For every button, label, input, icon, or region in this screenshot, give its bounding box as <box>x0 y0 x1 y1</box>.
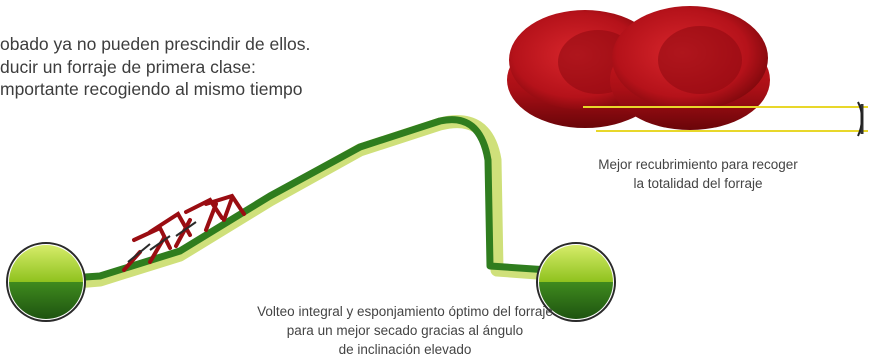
caption-coverage-line-2: la totalidad del forraje <box>633 176 763 191</box>
guide-lines <box>583 101 868 137</box>
caption-tedding-line-3: de inclinación elevado <box>338 342 472 357</box>
intro-line-3: mportante recogiendo al mismo tiempo <box>0 79 303 99</box>
ball-left <box>6 242 86 322</box>
caption-coverage-line-1: Mejor recubrimiento para recoger <box>598 157 798 172</box>
intro-text: obado ya no pueden prescindir de ellos. … <box>0 33 470 101</box>
caption-coverage: Mejor recubrimiento para recoger la tota… <box>548 155 848 193</box>
track-profile <box>39 115 579 292</box>
caption-tedding: Volteo integral y esponjamiento óptimo d… <box>240 302 570 359</box>
intro-line-2: ducir un forraje de primera clase: <box>0 56 256 77</box>
tine-shadows <box>127 221 197 263</box>
ball-right <box>536 242 616 322</box>
caption-tedding-line-1: Volteo integral y esponjamiento óptimo d… <box>257 304 553 319</box>
caption-tedding-line-2: para un mejor secado gracias al ángulo <box>286 323 524 338</box>
rotor-right <box>610 6 770 130</box>
intro-line-1: obado ya no pueden prescindir de ellos. <box>0 34 311 54</box>
